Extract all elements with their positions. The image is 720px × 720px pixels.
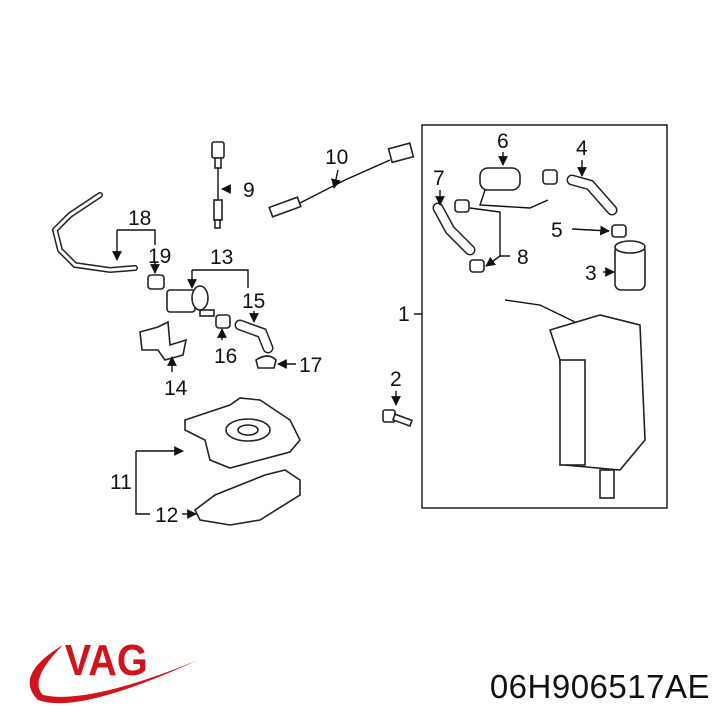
leader-lines xyxy=(112,152,615,519)
part-12-gasket xyxy=(193,469,301,526)
part-19-clamp xyxy=(147,274,165,290)
callout-8: 8 xyxy=(517,246,529,269)
part-2-bolt xyxy=(382,409,413,428)
callout-1: 1 xyxy=(398,303,410,326)
part-number: 06H906517AE xyxy=(489,668,710,705)
part-5-clamp-lower xyxy=(611,224,627,238)
part-17-clamp xyxy=(255,355,277,369)
svg-text:VAG: VAG xyxy=(65,635,148,684)
callout-4: 4 xyxy=(576,137,588,160)
assembly-1-box xyxy=(421,124,668,509)
vag-logo: VAG xyxy=(29,635,199,704)
callout-12: 12 xyxy=(155,504,178,527)
part-14-bracket xyxy=(139,320,188,361)
part-16-clamp xyxy=(215,314,231,329)
callout-10: 10 xyxy=(325,146,348,169)
callout-11: 11 xyxy=(110,471,132,494)
part-3-cap xyxy=(614,240,646,291)
part-1-canister xyxy=(504,299,646,499)
part-8-clamp-lower xyxy=(469,259,485,273)
part-13-valve xyxy=(166,285,215,317)
callout-18: 18 xyxy=(128,207,151,230)
part-10-oxygen-sensor xyxy=(268,142,415,218)
callout-15: 15 xyxy=(242,290,265,313)
part-8-clamp-upper xyxy=(454,199,470,213)
callout-6: 6 xyxy=(497,130,509,153)
callout-13: 13 xyxy=(210,246,233,269)
callout-2: 2 xyxy=(390,368,402,391)
part-5-clamp-upper xyxy=(542,169,558,185)
callout-5: 5 xyxy=(551,219,563,242)
callout-9: 9 xyxy=(243,179,255,202)
callout-19: 19 xyxy=(148,245,171,268)
part-9-sensor xyxy=(211,141,225,229)
callout-17: 17 xyxy=(299,354,322,377)
callout-16: 16 xyxy=(214,345,237,368)
callout-7: 7 xyxy=(433,167,445,190)
callout-14: 14 xyxy=(164,377,188,400)
part-6-valve xyxy=(479,167,549,209)
callout-3: 3 xyxy=(585,262,597,285)
callout-labels: 1 2 3 4 5 6 7 8 9 10 11 12 13 14 15 16 1… xyxy=(110,130,597,527)
